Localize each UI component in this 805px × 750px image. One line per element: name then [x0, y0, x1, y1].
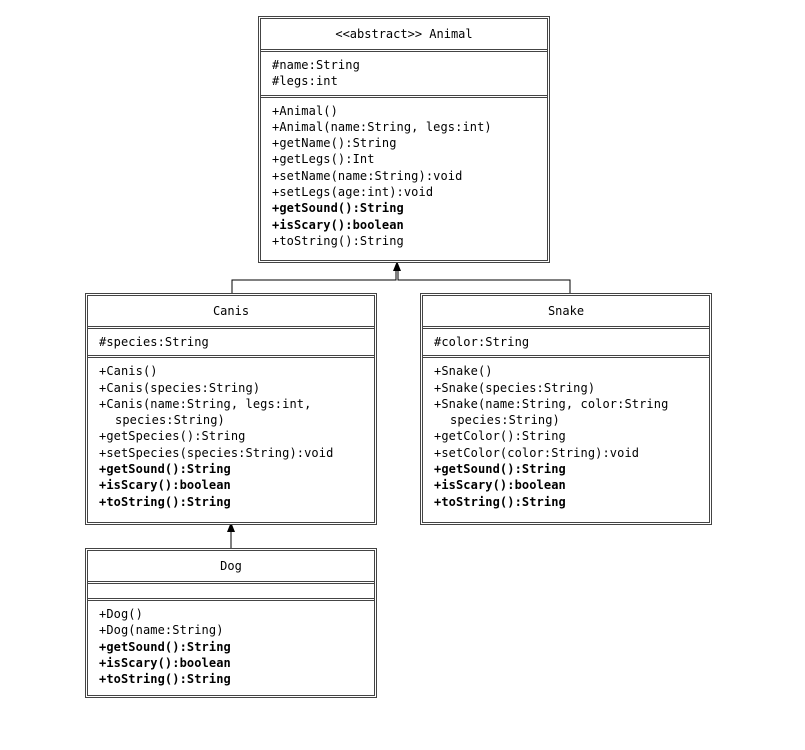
method-item: +setColor(color:String):void [434, 445, 640, 460]
class-name: <<abstract>> Animal [335, 27, 473, 41]
arrowhead-canis [227, 522, 235, 532]
method-item: species:String) [450, 413, 560, 428]
method-item: +Canis(species:String) [99, 380, 261, 395]
method-item: +getName():String [272, 136, 397, 151]
method-item: +isScary():boolean [434, 478, 566, 493]
method-item: +Snake(name:String, color:String [434, 396, 669, 411]
method-item: +setName(name:String):void [272, 168, 463, 183]
class-animal[interactable]: <<abstract>> Animal #name:String #legs:in… [258, 16, 550, 263]
attributes-section: #species:String [88, 326, 374, 355]
method-item: +setSpecies(species:String):void [99, 445, 334, 460]
method-item: species:String) [115, 413, 225, 428]
methods-section: +Snake()+Snake(species:String)+Snake(nam… [423, 355, 709, 515]
methods-section: +Animal()+Animal(name:String, legs:int) +… [261, 94, 547, 255]
class-dog[interactable]: Dog +Dog() +Dog(name:String)+getSound():S… [85, 548, 377, 698]
method-item: +toString():String [434, 494, 566, 509]
method-item: +setLegs(age:int):void [272, 185, 434, 200]
methods-section: +Canis()+Canis(species:String)+Canis(nam… [88, 355, 374, 515]
method-item: +toString():String [99, 494, 231, 509]
method-item: +toString():String [272, 233, 404, 248]
method-item: +getSound():String [272, 201, 404, 216]
class-canis[interactable]: Canis #species:String +Canis()+Canis(spe… [85, 293, 377, 525]
attributes-section [88, 581, 374, 598]
method-item: +Dog(name:String) [99, 623, 224, 638]
edge-canis-animal [231, 266, 397, 294]
attributes-section: #color:String [423, 326, 709, 355]
method-item: +Animal() [272, 103, 338, 118]
method-item: +Canis(name:String, legs:int, [99, 396, 312, 411]
method-item: +getLegs():Int [272, 152, 375, 167]
attribute-item: #color:String [434, 335, 530, 349]
attribute-item: #name:String [272, 58, 360, 72]
method-item: +getColor():String [434, 429, 566, 444]
method-item: +Snake() [434, 364, 493, 379]
method-item: +Snake(species:String) [434, 380, 596, 395]
attributes-section: #name:String #legs:int [261, 49, 547, 95]
method-item: +getSound():String [434, 462, 566, 477]
methods-section: +Dog() +Dog(name:String)+getSound():Strin… [88, 598, 374, 692]
class-name: Dog [220, 559, 242, 573]
edge-snake-animal [397, 266, 571, 294]
method-item: +isScary():boolean [99, 478, 231, 493]
arrowhead-animal [393, 261, 401, 271]
method-item: +isScary():boolean [272, 217, 404, 232]
method-item: +isScary():boolean [99, 655, 231, 670]
method-item: +getSound():String [99, 462, 231, 477]
method-item: +Canis() [99, 364, 158, 379]
attribute-item: #legs:int [272, 74, 338, 89]
method-item: +getSound():String [99, 639, 231, 654]
attribute-item: #species:String [99, 335, 209, 349]
method-item: +Dog() [99, 607, 143, 621]
method-item: +Animal(name:String, legs:int) [272, 119, 492, 134]
class-name: Snake [547, 304, 585, 318]
method-item: +getSpecies():String [99, 429, 246, 444]
method-item: +toString():String [99, 672, 231, 687]
class-name: Canis [212, 304, 250, 318]
class-snake[interactable]: Snake #color:String +Snake()+Snake(speci… [420, 293, 712, 525]
